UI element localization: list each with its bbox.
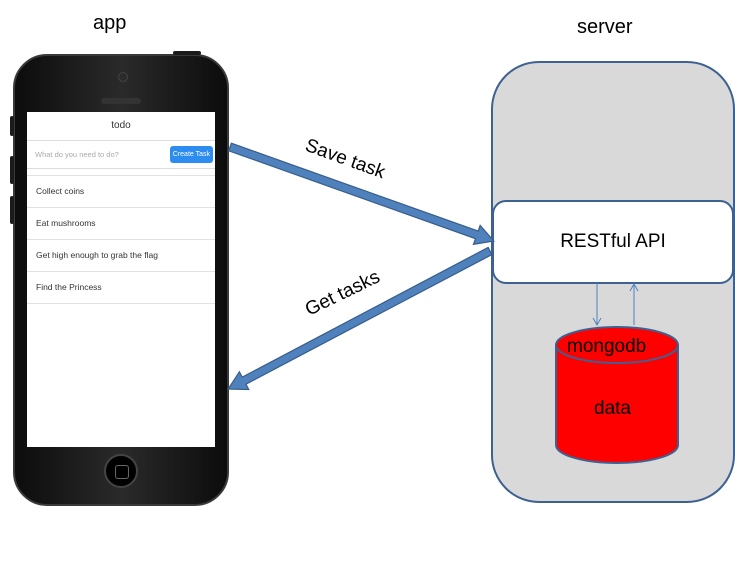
power-button	[173, 51, 201, 55]
task-item[interactable]: Collect coins	[27, 176, 215, 208]
home-button-icon	[115, 465, 129, 479]
app-heading: app	[93, 12, 127, 34]
down-connector-arrowhead	[592, 317, 602, 327]
home-button[interactable]	[104, 454, 138, 488]
phone-device: todo Create Task Collect coins Eat mushr…	[10, 51, 229, 506]
front-camera	[118, 72, 128, 82]
restful-api-label: RESTful API	[560, 231, 666, 252]
volume-up-button	[10, 156, 14, 184]
new-task-input[interactable]	[35, 150, 170, 159]
mongodb-cylinder	[555, 326, 679, 464]
up-connector-arrowhead	[629, 282, 639, 292]
task-list: Collect coins Eat mushrooms Get high eno…	[27, 175, 215, 304]
task-item[interactable]: Find the Princess	[27, 272, 215, 304]
mute-switch	[10, 116, 14, 136]
new-task-row: Create Task	[27, 141, 215, 169]
api-db-connectors	[592, 282, 639, 327]
server-heading: server	[577, 16, 633, 38]
phone-screen: todo Create Task Collect coins Eat mushr…	[27, 112, 215, 447]
restful-api-box: RESTful API	[492, 200, 734, 284]
create-task-button[interactable]: Create Task	[169, 146, 213, 163]
todo-title: todo	[27, 112, 215, 141]
mongodb-label: mongodb	[567, 336, 646, 357]
data-label: data	[594, 398, 631, 419]
task-item[interactable]: Eat mushrooms	[27, 208, 215, 240]
task-item[interactable]: Get high enough to grab the flag	[27, 240, 215, 272]
get-tasks-arrow	[227, 246, 493, 391]
cylinder-body	[555, 344, 679, 464]
speaker-grille	[101, 98, 141, 104]
cylinder-top	[555, 326, 679, 364]
volume-down-button	[10, 196, 14, 224]
save-task-arrow-shape	[227, 142, 495, 246]
get-tasks-arrow-shape	[227, 246, 493, 391]
save-task-arrow	[227, 142, 495, 246]
